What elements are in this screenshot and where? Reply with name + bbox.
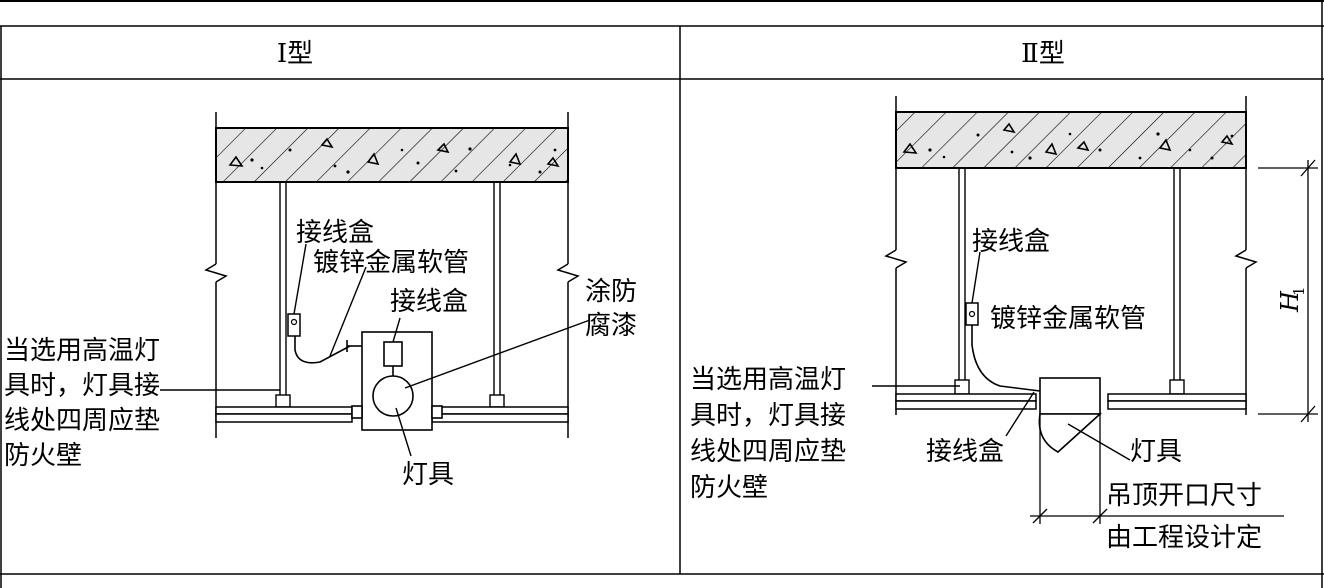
type-2-label-flexible-conduit: 镀锌金属软管 [990,304,1146,334]
type-2-label-junction-box-lower: 接线盒 [926,437,1004,467]
type-1-label-fixture: 灯具 [402,460,454,490]
type-1-note-line-4: 防火壁 [4,441,82,471]
column-header-type-1: Ⅰ型 [277,39,313,69]
type-2-note-line-4: 防火壁 [690,473,768,503]
type-2-drawing: H 1 接线盒 镀锌金属软管 当选用高温灯 具时，灯具接 线处四周应垫 防火壁 … [690,96,1318,553]
suspended-ceiling-panels [215,406,569,423]
type-1-label-anticorrosion-line-1: 涂防 [585,277,637,307]
concrete-slab [895,111,1247,169]
type-2-opening-note-line-2: 由工程设计定 [1106,523,1262,553]
concrete-slab [215,127,569,183]
type-2-label-fixture: 灯具 [1130,437,1182,467]
flexible-conduit [294,336,351,364]
ceiling-hangers [275,182,505,408]
junction-box-upper [965,302,979,326]
svg-text:H: H [1276,290,1304,313]
column-header-type-2: Ⅱ型 [1021,39,1065,69]
light-fixture [1038,377,1103,453]
type-2-opening-note-line-1: 吊顶开口尺寸 [1106,481,1262,511]
light-fixture-housing [346,331,443,431]
side-walls [884,96,1258,415]
type-1-note-line-3: 线处四周应垫 [4,406,160,436]
dimension-h1-label: H 1 [1276,286,1308,313]
type-2-note-line-1: 当选用高温灯 [690,365,846,395]
type-1-leader-lines [160,243,591,457]
type-1-label-junction-box-lower: 接线盒 [390,287,468,317]
svg-text:1: 1 [1290,286,1308,296]
type-2-note-line-2: 具时，灯具接 [690,401,846,431]
flexible-conduit [971,325,1041,392]
junction-box-upper [287,313,301,337]
type-1-label-flexible-conduit: 镀锌金属软管 [313,248,469,278]
type-1-label-junction-box-upper: 接线盒 [296,218,374,248]
type-2-label-junction-box-upper: 接线盒 [972,227,1050,257]
type-2-note-line-3: 线处四周应垫 [690,437,846,467]
type-2-leader-lines [872,251,1131,461]
dimension-opening-width [1030,414,1284,524]
suspended-ceiling-panels [895,393,1247,410]
type-1-note-line-1: 当选用高温灯 [4,336,160,366]
dimension-h1 [1258,159,1318,423]
ceiling-hangers [954,168,1185,395]
type-1-drawing: 接线盒 镀锌金属软管 接线盒 涂防 腐漆 当选用高温灯 具时，灯具接 线处四周应… [4,112,637,490]
type-1-label-anticorrosion-line-2: 腐漆 [585,311,637,341]
type-1-note-line-2: 具时，灯具接 [4,371,160,401]
